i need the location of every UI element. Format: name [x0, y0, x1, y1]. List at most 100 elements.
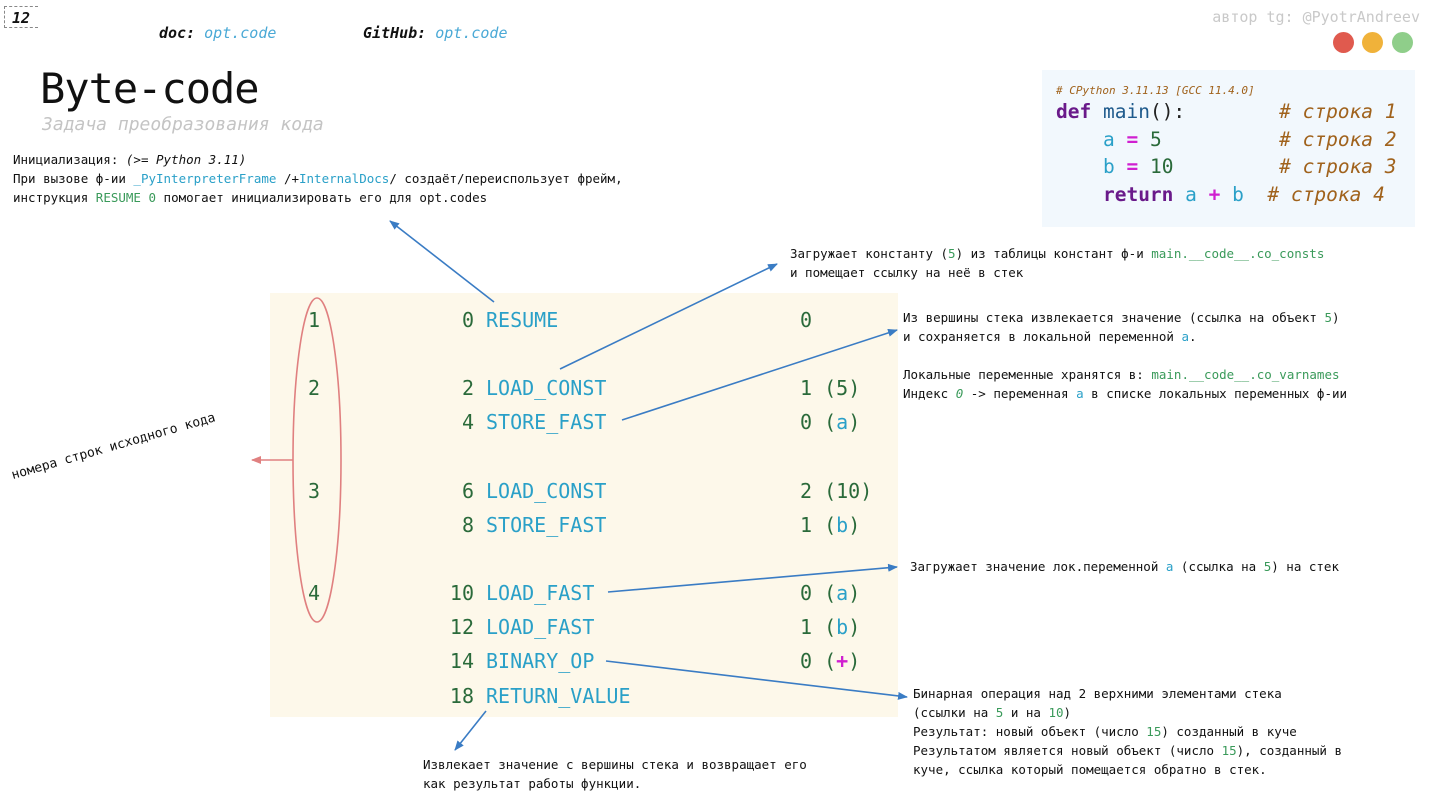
- load-fast-arrow: [607, 563, 898, 593]
- bytecode-arg: 1 (b): [800, 513, 861, 537]
- operator: +: [1208, 183, 1221, 206]
- note-text: и сохраняется в локальной переменной: [903, 329, 1182, 344]
- code-line-3: b = 10 # строка 3: [1056, 155, 1397, 178]
- author-credit: автор tg: @PyotrAndreev: [1212, 8, 1420, 26]
- red-dot-icon: [1333, 32, 1354, 53]
- green-dot-icon: [1392, 32, 1413, 53]
- init-version: (>= Python 3.11): [125, 152, 247, 167]
- arg-value: a: [836, 581, 849, 605]
- bytecode-offset: 18: [449, 684, 474, 708]
- code-header: # CPython 3.11.13 [GCC 11.4.0]: [1056, 84, 1255, 97]
- note-text: (ссылки на: [913, 705, 996, 720]
- bytecode-opname: RESUME: [486, 308, 559, 332]
- note-text: Результатом является новый объект (число: [913, 743, 1222, 758]
- doc-label: doc:: [159, 24, 196, 42]
- binary-op-arrow: [605, 660, 908, 700]
- init-text: помогает инициализировать его для opt.co…: [156, 190, 488, 205]
- bytecode-offset: 10: [449, 581, 474, 605]
- bytecode-opname: LOAD_CONST: [486, 376, 607, 400]
- note-text: Бинарная операция над 2 верхними элемент…: [913, 686, 1282, 701]
- comment: # строка 1: [1279, 100, 1397, 123]
- bytecode-opname: BINARY_OP: [486, 649, 595, 673]
- note-text: (ссылка на: [1173, 559, 1264, 574]
- comment: # строка 3: [1279, 155, 1397, 178]
- note-value: 0: [955, 386, 964, 401]
- store-fast-note: Из вершины стека извлекается значение (с…: [903, 308, 1347, 403]
- binary-op-note: Бинарная операция над 2 верхними элемент…: [913, 684, 1342, 779]
- bytecode-offset: 14: [449, 649, 474, 673]
- source-line-number: 1: [308, 308, 321, 332]
- keyword: return: [1102, 183, 1174, 206]
- bytecode-offset: 6: [461, 479, 474, 503]
- arg-index: 0: [800, 410, 813, 434]
- note-value: 5: [1263, 559, 1272, 574]
- bytecode-arg: 0 (+): [800, 649, 861, 673]
- arg-index: 0: [800, 581, 813, 605]
- bytecode-arg: 0 (a): [800, 581, 861, 605]
- variable: a: [1102, 128, 1115, 151]
- load-const-arrow: [559, 263, 778, 370]
- load-fast-note: Загружает значение лок.переменной a (ссы…: [910, 557, 1339, 576]
- note-value: 10: [1048, 705, 1064, 720]
- arg-index: 1: [800, 376, 813, 400]
- bytecode-opname: STORE_FAST: [486, 513, 607, 537]
- note-attr: main.__code__.co_varnames: [1151, 367, 1340, 382]
- arg-value: b: [836, 513, 849, 537]
- page-subtitle: Задача преобразования кода: [42, 114, 324, 135]
- slide-number: 12: [4, 6, 38, 28]
- note-text: и помещает ссылку на неё в стек: [790, 265, 1024, 280]
- arg-index: 1: [800, 615, 813, 639]
- code-line-2: a = 5 # строка 2: [1056, 128, 1397, 151]
- bytecode-arg: 0: [800, 308, 813, 332]
- bytecode-opname: LOAD_FAST: [486, 615, 595, 639]
- github-label: GitHub:: [363, 24, 427, 42]
- frame-name: _PyInterpreterFrame: [133, 171, 277, 186]
- note-value: 5: [1324, 310, 1332, 325]
- code-line-4: return a + b # строка 4: [1056, 183, 1385, 206]
- note-var: a: [1181, 329, 1189, 344]
- number: 10: [1149, 155, 1174, 178]
- operator: =: [1126, 155, 1139, 178]
- bytecode-opname: STORE_FAST: [486, 410, 607, 434]
- note-text: ): [1331, 310, 1340, 325]
- note-text: ), созданный в: [1236, 743, 1342, 758]
- comment: # строка 2: [1279, 128, 1397, 151]
- operator: =: [1126, 128, 1139, 151]
- arg-index: 1: [800, 513, 813, 537]
- note-text: куче, ссылка который помещается обратно …: [913, 762, 1267, 777]
- github-link-group: GitHub: opt.code: [363, 24, 508, 42]
- source-line-number: 4: [308, 581, 321, 605]
- note-text: ) на стек: [1271, 559, 1339, 574]
- store-fast-arrow: [621, 328, 898, 421]
- bytecode-opname: RETURN_VALUE: [486, 684, 631, 708]
- resume-instr: RESUME 0: [95, 190, 157, 205]
- bytecode-arg: 2 (10): [800, 479, 873, 503]
- note-text: в списке локальных переменных ф-ии: [1083, 386, 1348, 401]
- function-name: main: [1102, 100, 1150, 123]
- note-value: 5: [948, 246, 956, 261]
- line-numbers-ellipse: [292, 297, 342, 623]
- init-label: Инициализация:: [13, 152, 119, 167]
- note-text: и на: [1003, 705, 1049, 720]
- bytecode-offset: 0: [461, 308, 474, 332]
- bytecode-arg: 0 (a): [800, 410, 861, 434]
- note-text: .: [1188, 329, 1197, 344]
- github-link[interactable]: opt.code: [435, 24, 508, 42]
- arg-value: b: [836, 615, 849, 639]
- bytecode-opname: LOAD_CONST: [486, 479, 607, 503]
- note-value: 15: [1221, 743, 1237, 758]
- doc-link[interactable]: opt.code: [204, 24, 277, 42]
- arg-value: 10: [836, 479, 861, 503]
- yellow-dot-icon: [1362, 32, 1383, 53]
- note-text: -> переменная: [963, 386, 1077, 401]
- init-note: Инициализация: (>= Python 3.11) При вызо…: [13, 150, 623, 207]
- variable: b: [1232, 183, 1244, 206]
- note-var: a: [1076, 386, 1084, 401]
- note-text: Индекс: [903, 386, 956, 401]
- keyword: def: [1056, 100, 1092, 123]
- source-code-box: # CPython 3.11.13 [GCC 11.4.0] def main(…: [1042, 70, 1415, 227]
- number: 5: [1149, 128, 1162, 151]
- note-text: Из вершины стека извлекается значение (с…: [903, 310, 1325, 325]
- note-text: как результат работы функции.: [423, 776, 642, 791]
